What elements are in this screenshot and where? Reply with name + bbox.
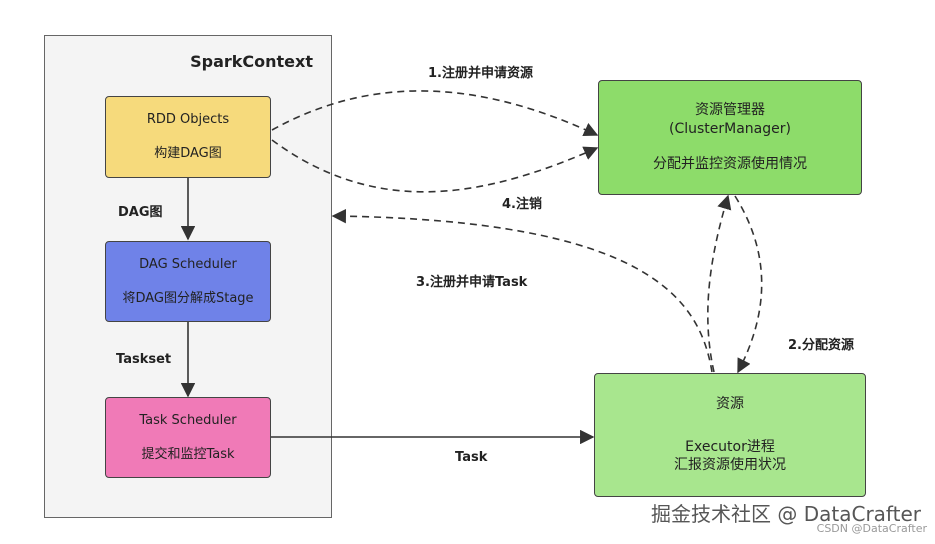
dag-scheduler-node: DAG Scheduler 将DAG图分解成Stage <box>105 241 271 322</box>
executor-process-label: Executor进程 <box>685 438 775 455</box>
task-scheduler-description: 提交和监控Task <box>141 446 235 462</box>
label-dag-graph: DAG图 <box>118 205 163 220</box>
cluster-manager-description: 分配并监控资源使用情况 <box>653 155 807 172</box>
label-task: Task <box>455 450 488 465</box>
edge-assign-resources-up <box>707 194 732 373</box>
task-scheduler-node: Task Scheduler 提交和监控Task <box>105 397 271 478</box>
edge-assign-resources-down <box>734 195 763 374</box>
edge-deregister <box>331 208 713 373</box>
label-register-task: 3.注册并申请Task <box>416 275 528 290</box>
label-register-resources: 1.注册并申请资源 <box>428 66 533 81</box>
rdd-objects-description: 构建DAG图 <box>154 146 222 161</box>
executor-description: 汇报资源使用状况 <box>674 457 786 474</box>
cluster-manager-subtitle: (ClusterManager) <box>669 121 791 138</box>
cluster-manager-node: 资源管理器 (ClusterManager) 分配并监控资源使用情况 <box>598 80 862 195</box>
edge-register-resources-lower <box>271 139 599 193</box>
spark-context-title: SparkContext <box>190 52 313 71</box>
executor-title: 资源 <box>716 395 744 412</box>
label-taskset: Taskset <box>116 352 172 367</box>
label-assign-resources: 2.分配资源 <box>788 338 854 353</box>
watermark-sub: CSDN @DataCrafter <box>816 522 927 535</box>
rdd-objects-node: RDD Objects 构建DAG图 <box>105 96 271 178</box>
label-deregister: 4.注销 <box>502 197 542 212</box>
edge-register-resources-upper <box>271 90 599 137</box>
dag-scheduler-title: DAG Scheduler <box>139 256 237 272</box>
executor-node: 资源 Executor进程 汇报资源使用状况 <box>594 373 866 497</box>
watermark-main: 掘金技术社区 @ DataCrafter <box>651 502 921 526</box>
cluster-manager-title: 资源管理器 <box>695 102 765 119</box>
task-scheduler-title: Task Scheduler <box>139 412 237 428</box>
rdd-objects-title: RDD Objects <box>146 112 230 128</box>
dag-scheduler-description: 将DAG图分解成Stage <box>122 290 254 306</box>
